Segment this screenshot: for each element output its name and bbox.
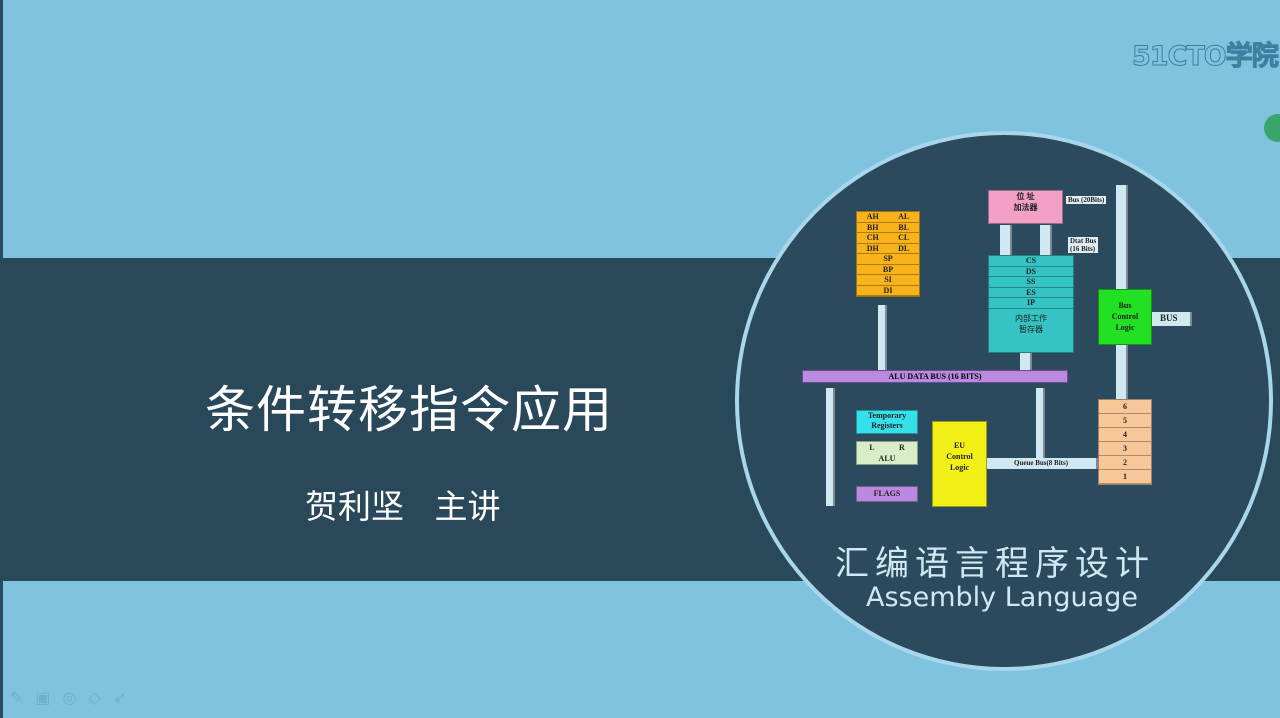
side-button[interactable]: [1264, 114, 1280, 142]
register-label: 5: [1123, 416, 1127, 425]
register-label: 4: [1123, 430, 1127, 439]
register-label: 2: [1123, 458, 1127, 467]
bus-label: BUS: [1160, 313, 1178, 323]
register-label: AH: [866, 212, 879, 221]
presentation-toolbar: ✎ ▣ ◎ ◇ ➶: [10, 688, 126, 707]
queue-bus-label: Queue Bus(8 Bits): [1014, 459, 1069, 467]
bc-line: Control: [1111, 312, 1139, 321]
queue-bus-pipe: [985, 458, 1098, 469]
register-row: SP: [857, 254, 919, 265]
alu-r: R: [899, 443, 905, 452]
slide-title: 条件转移指令应用: [205, 381, 613, 439]
register-row: DH DL: [857, 243, 919, 254]
eu-line: EU: [953, 441, 966, 450]
register-row: 3: [1099, 442, 1151, 456]
register-row: IP: [989, 298, 1073, 309]
register-label: BH: [866, 222, 879, 232]
register-label: ES: [1026, 287, 1036, 297]
pipe: [1000, 225, 1012, 255]
instruction-queue: 6 5 4 3 2 1: [1098, 399, 1152, 485]
bus-pipe: [1152, 312, 1192, 326]
register-label: AL: [898, 212, 910, 221]
register-label: DL: [898, 243, 910, 253]
register-label: IP: [1027, 298, 1035, 307]
zoom-icon[interactable]: ◎: [62, 688, 77, 707]
register-row: 1: [1099, 470, 1151, 484]
register-label: 1: [1123, 472, 1127, 481]
register-label: CS: [1025, 256, 1037, 265]
alu-label: ALU: [878, 454, 896, 463]
speaker: 贺利坚 主讲: [305, 480, 501, 528]
flags: FLAGS: [856, 486, 918, 502]
register-label: SS: [1026, 277, 1036, 286]
register-row: 6: [1099, 400, 1151, 414]
pipe: [1116, 185, 1128, 290]
register-label: SP: [883, 254, 893, 263]
slide-icon[interactable]: ▣: [35, 688, 51, 707]
register-row: SS: [989, 277, 1073, 288]
eu-line: Logic: [949, 463, 970, 472]
bc-line: Bus: [1118, 301, 1132, 310]
temp-line: Registers: [871, 421, 903, 430]
speaker-name: 贺利坚: [305, 487, 404, 526]
internal-line: 暂存器: [1019, 324, 1043, 334]
register-label: SI: [884, 275, 892, 284]
eu-line: Control: [946, 452, 973, 461]
course-title-en: Assembly Language: [866, 582, 1138, 613]
register-row: AH AL: [857, 212, 919, 223]
register-label: DH: [866, 243, 879, 253]
adder-line: 加法器: [1013, 203, 1038, 212]
register-label: CH: [866, 233, 879, 242]
register-row: 2: [1099, 456, 1151, 470]
internal-line: 内部工作: [1015, 313, 1047, 323]
register-row: DS: [989, 266, 1073, 277]
course-title-cn: 汇编语言程序设计: [835, 544, 1155, 584]
register-label: 3: [1123, 444, 1127, 453]
register-label: 6: [1123, 402, 1127, 411]
data-bus-line: (16 Bits): [1070, 245, 1096, 253]
watermark-logo: 51CTO学院: [1132, 41, 1280, 73]
pipe: [1036, 388, 1045, 460]
speaker-role: 主讲: [434, 487, 501, 526]
register-row: BH BL: [857, 222, 919, 233]
register-row: ES: [989, 287, 1073, 298]
pipe: [1040, 225, 1052, 255]
register-label: CL: [898, 233, 910, 242]
register-row: 5: [1099, 414, 1151, 428]
pipe: [826, 388, 835, 506]
alu-l: L: [869, 443, 875, 452]
register-row: SI: [857, 275, 919, 286]
eraser-icon[interactable]: ◇: [88, 688, 101, 707]
register-row: CS: [989, 256, 1073, 267]
register-label: DI: [883, 285, 893, 295]
register-row: BP: [857, 264, 919, 275]
register-row: 4: [1099, 428, 1151, 442]
register-row: DI: [857, 285, 919, 296]
alu-data-bus: ALU DATA BUS (16 BITS): [802, 370, 1068, 383]
temp-line: Temporary: [867, 411, 907, 420]
data-bus-label: Dtat Bus(16 Bits): [1068, 237, 1099, 253]
address-adder: 位 址加法器: [988, 190, 1063, 224]
pipe: [1116, 345, 1128, 400]
data-bus-line: Dtat Bus: [1070, 237, 1097, 245]
register-label: BL: [898, 222, 910, 232]
pointer-icon[interactable]: ➶: [112, 688, 127, 707]
bc-line: Logic: [1115, 323, 1135, 332]
pipe: [878, 305, 887, 371]
register-label: BP: [882, 264, 894, 274]
adder-line: 位 址: [1016, 192, 1035, 201]
pen-icon[interactable]: ✎: [10, 688, 24, 707]
register-row: CH CL: [857, 233, 919, 244]
bus-20-label: Bus (20Bits): [1066, 196, 1107, 204]
register-label: DS: [1025, 266, 1037, 276]
